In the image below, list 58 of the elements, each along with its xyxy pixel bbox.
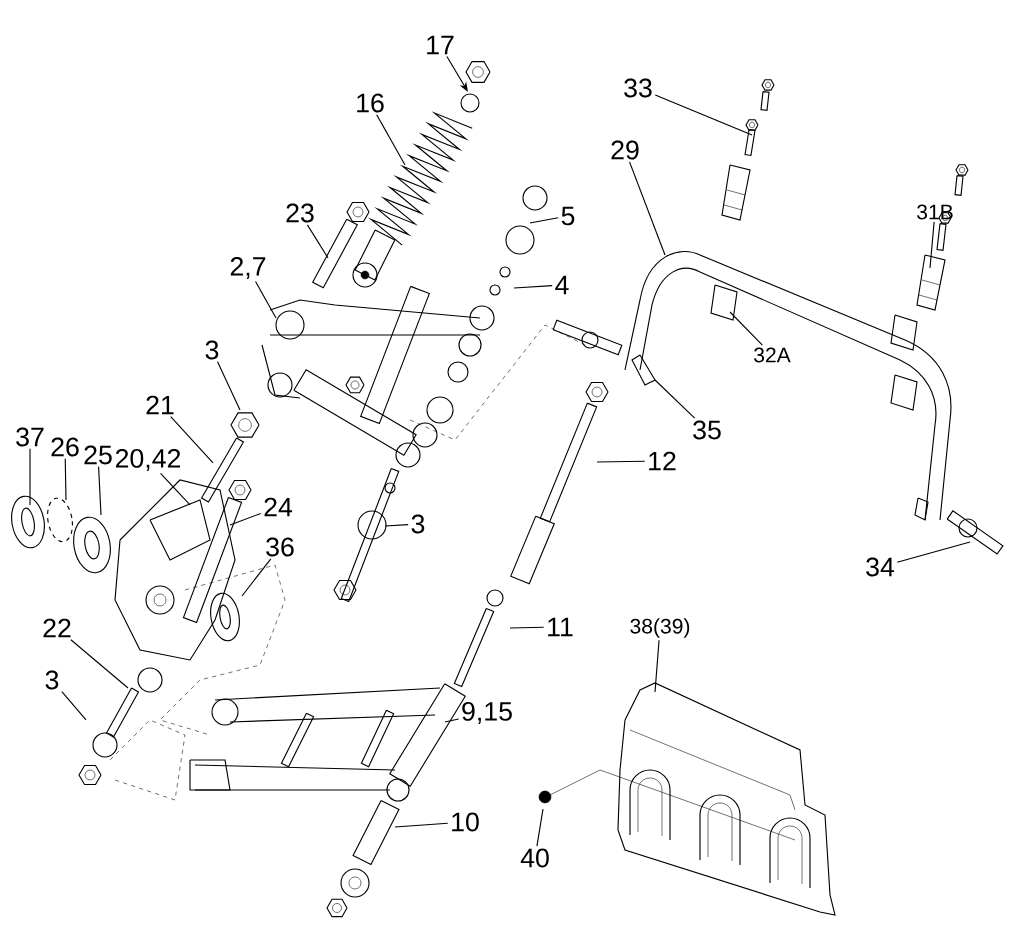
leader-line [394,822,449,828]
leader-line [306,224,329,259]
callout-number: 10 [452,812,479,832]
callout-number: 38(39) [630,618,690,638]
callout-number: 3 [205,340,219,360]
leader-line [254,280,277,319]
leader-line [896,541,971,563]
callout-number: 34 [866,557,895,577]
callout-number: 3 [411,514,425,534]
leader-line [729,311,763,346]
callout-number: 16 [357,93,384,113]
callout-number: 29 [611,140,639,160]
callout-number: 25 [84,445,112,465]
leader-line [628,161,666,256]
leader-line [159,472,191,506]
callout-number: 20,42 [115,448,181,471]
callout-number: 40 [520,848,549,868]
leader-line [536,808,544,847]
leader-line [241,558,272,597]
leader-line [170,416,214,464]
leader-line [513,285,553,289]
leader-line [64,458,67,501]
leader-line [654,94,753,136]
leader-line [229,512,262,526]
callout-number: 17 [427,35,454,55]
callout-number: 31B [917,204,953,220]
callout-number: 33 [624,78,652,98]
callout-number: 22 [43,618,71,638]
callout-number: 36 [266,537,294,557]
callout-number: 11 [548,617,573,637]
leader-line [529,217,559,224]
leader-line [929,221,935,269]
callout-number: 5 [561,206,575,226]
leader-line [70,639,129,689]
leader-line [446,56,468,92]
callout-number: 24 [264,497,293,517]
leader-line [654,639,660,693]
leader-line [29,448,31,506]
callout-number: 23 [286,203,314,223]
leader-line [596,460,646,463]
leader-line [384,524,409,527]
leader-line [444,718,460,723]
leader-line [376,114,406,166]
callout-number: 35 [693,420,721,440]
callout-number: 21 [146,395,174,415]
callout-number: 4 [555,275,569,295]
callout-number: 12 [649,451,676,471]
leader-line [98,466,102,516]
callout-number: 3 [45,670,59,690]
callout-number: 32A [754,347,791,363]
callout-number: 26 [51,437,79,457]
leader-line [61,690,87,721]
leader-line [216,361,241,411]
callout-number: 37 [16,427,44,447]
leader-line [509,626,545,629]
leader-line [654,379,696,419]
callout-number: 2,7 [230,256,266,279]
callout-number: 9,15 [462,701,512,724]
